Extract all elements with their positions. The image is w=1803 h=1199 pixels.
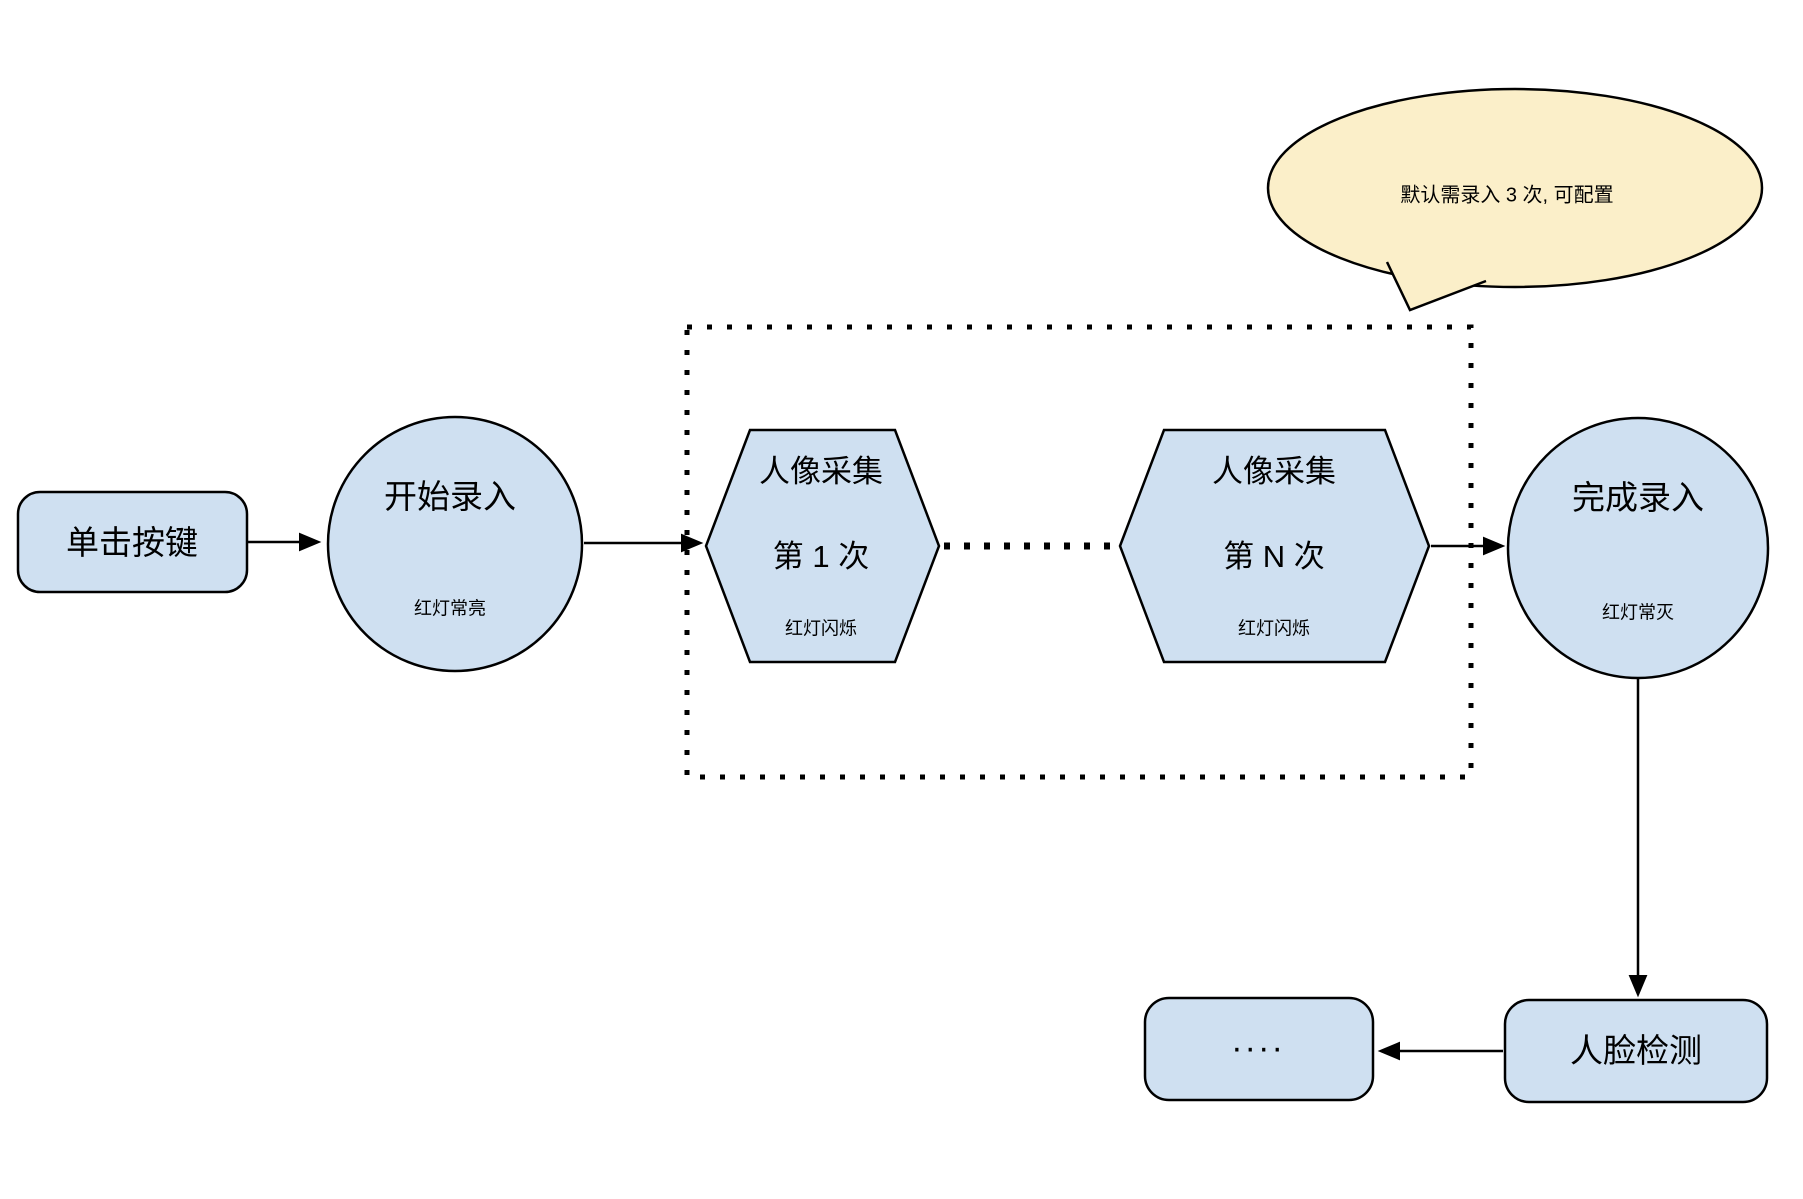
finish-enroll-circle	[1506, 416, 1770, 680]
click-button-label: 单击按键	[66, 524, 198, 562]
capture-n-line2: 第 N 次	[1223, 539, 1325, 575]
click-button-shape	[16, 490, 249, 594]
face-detect-box	[1503, 998, 1769, 1104]
start-enroll-title: 开始录入	[384, 478, 516, 516]
start-enroll-circle	[326, 415, 584, 673]
capture-n-hexagon	[1118, 428, 1431, 664]
callout-bubble	[1266, 87, 1764, 289]
capture-1-line2: 第 1 次	[772, 539, 870, 575]
finish-enroll-subtitle: 红灯常灭	[1602, 602, 1674, 623]
capture-1-hexagon	[704, 428, 941, 664]
face-detect-label: 人脸检测	[1570, 1032, 1702, 1070]
capture-1-line1: 人像采集	[759, 454, 883, 490]
callout-text: 默认需录入 3 次, 可配置	[1400, 184, 1614, 207]
capture-n-line1: 人像采集	[1212, 454, 1336, 490]
callout-tail-fill	[1387, 262, 1486, 310]
capture-n-subtitle: 红灯闪烁	[1238, 618, 1310, 639]
capture-1-subtitle: 红灯闪烁	[785, 618, 857, 639]
more-steps-box	[1143, 996, 1375, 1102]
callout-tail-outline	[1385, 261, 1487, 312]
more-steps-label: ....	[1232, 1021, 1286, 1060]
finish-enroll-title: 完成录入	[1572, 479, 1704, 517]
start-enroll-subtitle: 红灯常亮	[414, 598, 486, 619]
